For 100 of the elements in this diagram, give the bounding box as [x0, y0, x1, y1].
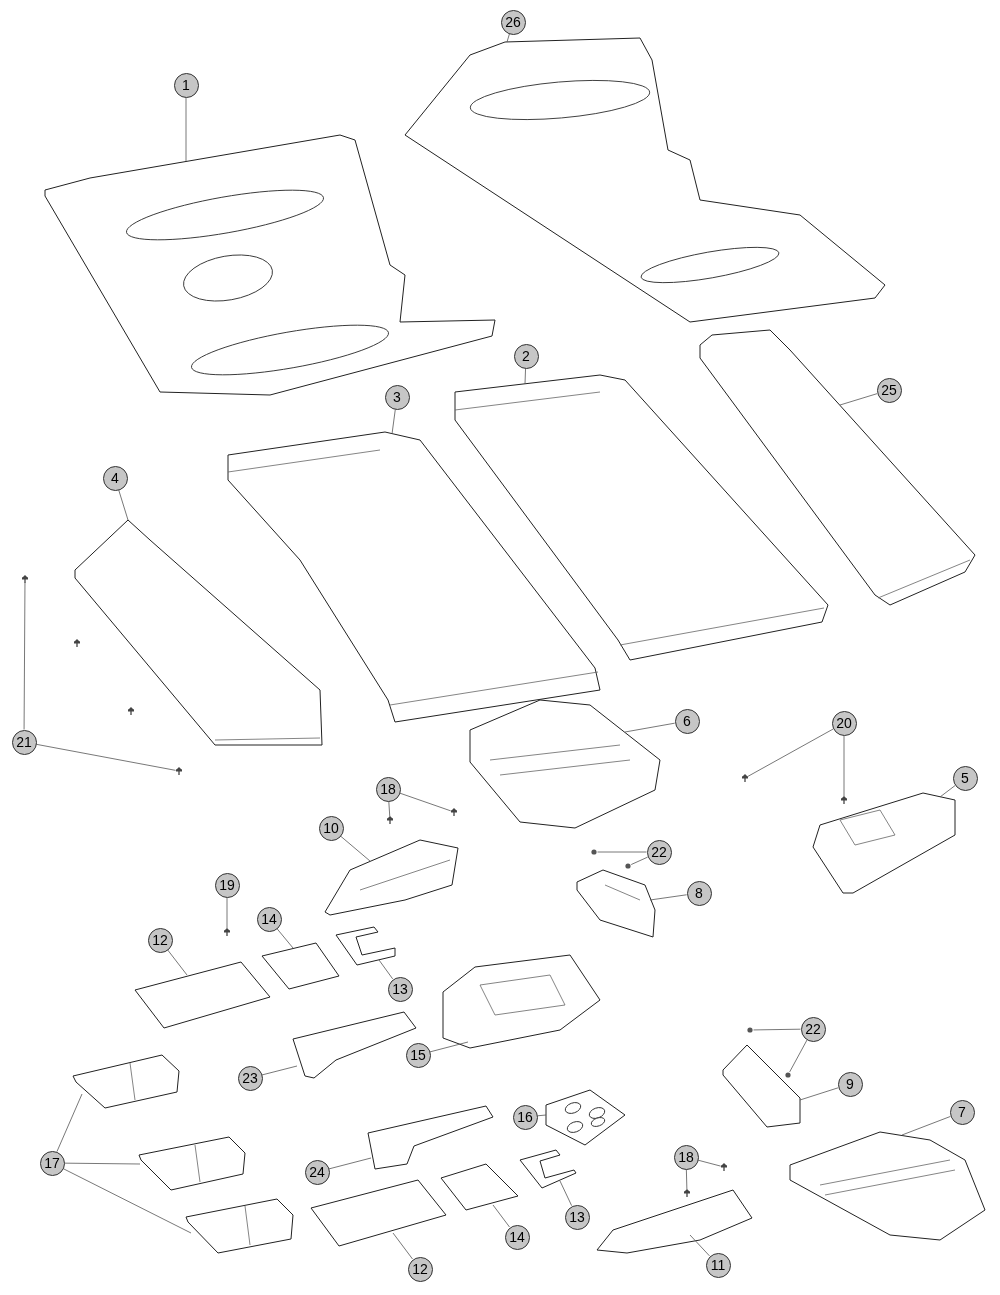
bracket-drawing — [722, 1044, 801, 1128]
holder-drawing — [545, 1089, 626, 1146]
nut-icon — [785, 1072, 791, 1078]
leader-line — [399, 792, 452, 812]
callout-number: 6 — [674, 708, 700, 734]
leader-line — [492, 1204, 510, 1228]
screw-icon — [22, 575, 28, 584]
callout-number: 2 — [513, 343, 539, 369]
callout-number: 21 — [11, 729, 37, 755]
screw-icon — [451, 808, 457, 817]
leader-line — [328, 1157, 372, 1170]
screw-icon — [74, 639, 80, 648]
clip-drawing — [335, 926, 396, 966]
leader-line — [689, 1234, 710, 1257]
leader-line — [388, 801, 391, 817]
leader-line — [23, 582, 26, 730]
callout-number: 4 — [102, 465, 128, 491]
cartridge-drawing — [72, 1054, 180, 1109]
screw-icon — [224, 928, 230, 937]
pad-drawing — [261, 942, 340, 990]
callout-number: 22 — [646, 839, 672, 865]
leader-line — [167, 949, 188, 976]
leader-line — [340, 835, 371, 862]
callout-number: 12 — [147, 927, 173, 953]
screw-icon — [128, 707, 134, 716]
callout-number: 13 — [564, 1204, 590, 1230]
clip-drawing — [519, 1149, 577, 1189]
nut-icon — [591, 849, 597, 855]
plate-drawing — [310, 1179, 447, 1247]
leader-line — [939, 785, 956, 798]
screw-icon — [841, 796, 847, 805]
leader-line — [843, 735, 845, 797]
leader-line — [839, 393, 878, 406]
callout-number: 1 — [173, 72, 199, 98]
screw-icon — [742, 774, 748, 783]
leader-line — [226, 897, 228, 929]
box-drawing — [442, 954, 601, 1049]
tray-drawing — [227, 431, 601, 723]
screw-icon — [387, 816, 393, 825]
leader-line — [789, 1039, 808, 1073]
callout-number: 9 — [837, 1071, 863, 1097]
leader-line — [753, 1028, 801, 1031]
callout-number: 5 — [952, 765, 978, 791]
callout-number: 18 — [375, 776, 401, 802]
leader-line — [630, 856, 648, 865]
callout-number: 19 — [214, 872, 240, 898]
leader-line — [185, 97, 187, 162]
callout-number: 14 — [504, 1224, 530, 1250]
callout-number: 7 — [949, 1099, 975, 1125]
bracket-drawing — [596, 1189, 753, 1254]
leader-line — [799, 1087, 839, 1101]
callout-number: 23 — [237, 1065, 263, 1091]
leader-line — [624, 722, 676, 733]
callout-number: 11 — [705, 1252, 731, 1278]
leader-line — [429, 1041, 469, 1053]
leader-line — [649, 894, 688, 901]
leader-line — [378, 959, 394, 980]
callout-number: 15 — [405, 1042, 431, 1068]
callout-number: 22 — [800, 1016, 826, 1042]
bracket-drawing — [576, 869, 656, 938]
callout-number: 26 — [500, 9, 526, 35]
leader-line — [391, 409, 396, 435]
leader-line — [276, 928, 294, 949]
bracket-drawing — [812, 792, 956, 894]
callout-number: 17 — [39, 1150, 65, 1176]
callout-number: 12 — [407, 1256, 433, 1282]
leader-line — [118, 489, 129, 521]
tray-drawing — [74, 519, 323, 746]
leader-line — [62, 1168, 192, 1234]
leader-line — [506, 33, 510, 43]
leader-line — [597, 851, 647, 853]
leader-line — [392, 1232, 413, 1260]
leader-line — [559, 1180, 573, 1207]
bracket-drawing — [324, 839, 459, 916]
callout-number: 16 — [512, 1104, 538, 1130]
callout-number: 18 — [673, 1144, 699, 1170]
nut-icon — [747, 1027, 753, 1033]
tray-drawing — [454, 374, 829, 661]
callout-number: 20 — [831, 710, 857, 736]
leader-line — [56, 1093, 83, 1152]
leader-line — [537, 1114, 547, 1117]
leader-line — [901, 1116, 951, 1136]
leader-line — [685, 1169, 688, 1190]
screw-icon — [721, 1163, 727, 1172]
leader-line — [697, 1159, 721, 1167]
screw-icon — [684, 1189, 690, 1198]
pad-drawing — [440, 1163, 519, 1211]
callout-number: 13 — [387, 976, 413, 1002]
cartridge-drawing — [138, 1136, 246, 1191]
leader-line — [35, 743, 176, 771]
nut-icon — [625, 863, 631, 869]
callout-number: 14 — [256, 906, 282, 932]
cartridge-drawing — [185, 1198, 294, 1254]
callout-number: 25 — [876, 377, 902, 403]
plate-drawing — [134, 961, 271, 1029]
tray-drawing — [699, 329, 976, 606]
callout-number: 8 — [686, 880, 712, 906]
callout-number: 24 — [304, 1159, 330, 1185]
tray-drawing — [789, 1131, 986, 1241]
leader-line — [747, 728, 834, 777]
